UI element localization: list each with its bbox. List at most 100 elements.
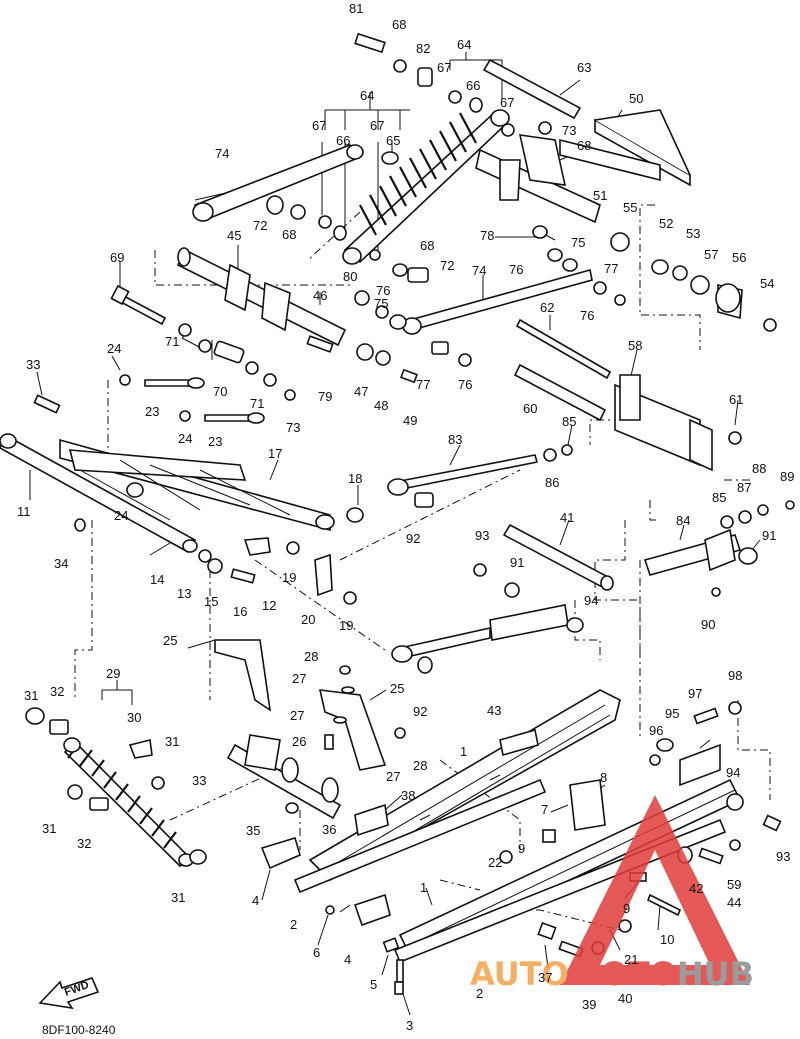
callout-67: 67 <box>370 118 384 133</box>
callout-38: 38 <box>401 788 415 803</box>
svg-text:AUTOMOTOHUB: AUTOMOTOHUB <box>470 955 754 993</box>
callout-75: 75 <box>374 296 388 311</box>
watermark-auto: AUTO <box>470 955 569 993</box>
callout-86: 86 <box>545 475 559 490</box>
callout-28: 28 <box>304 649 318 664</box>
callout-68: 68 <box>392 17 406 32</box>
upper-bracket-50 <box>559 109 691 187</box>
bracket-84 <box>643 528 742 576</box>
callout-31: 31 <box>24 688 38 703</box>
tie-rod-74-middle <box>402 268 593 335</box>
callout-44: 44 <box>727 895 741 910</box>
callout-31: 31 <box>165 734 179 749</box>
callout-49: 49 <box>403 413 417 428</box>
rear-pivot-bracket-51 <box>475 134 601 224</box>
callout-77: 77 <box>604 261 618 276</box>
callout-76: 76 <box>376 283 390 298</box>
callout-15: 15 <box>204 594 218 609</box>
shaft-45-46-assembly <box>176 247 347 347</box>
callout-65: 65 <box>386 133 400 148</box>
bolt-69 <box>110 284 167 326</box>
callout-4: 4 <box>344 952 351 967</box>
callout-2: 2 <box>290 917 297 932</box>
callout-71: 71 <box>250 396 264 411</box>
collar-4-b <box>353 893 391 927</box>
callout-70: 70 <box>213 384 227 399</box>
shaft-63 <box>482 58 582 120</box>
callout-22: 22 <box>488 855 502 870</box>
callout-59: 59 <box>727 877 741 892</box>
rod-83 <box>387 454 539 496</box>
front-arm-frame-11 <box>0 433 335 554</box>
callout-74: 74 <box>215 146 229 161</box>
callout-61: 61 <box>729 392 743 407</box>
callout-39: 39 <box>582 997 596 1012</box>
bracket-25-lower <box>318 689 387 771</box>
callout-23: 23 <box>145 404 159 419</box>
callout-43: 43 <box>487 703 501 718</box>
callout-67: 67 <box>312 118 326 133</box>
callout-54: 54 <box>760 276 774 291</box>
callout-75: 75 <box>571 235 585 250</box>
callout-51: 51 <box>593 188 607 203</box>
bracket-58 <box>614 374 713 472</box>
callout-78: 78 <box>480 228 494 243</box>
callout-90: 90 <box>701 617 715 632</box>
leader-lines <box>29 52 761 1016</box>
diagram-code: 8DF100-8240 <box>42 1023 116 1037</box>
callout-50: 50 <box>629 91 643 106</box>
callout-66: 66 <box>466 78 480 93</box>
callout-60: 60 <box>523 401 537 416</box>
bracket-25-upper <box>214 639 272 712</box>
callout-96: 96 <box>649 723 663 738</box>
callout-89: 89 <box>780 469 794 484</box>
callout-53: 53 <box>686 226 700 241</box>
callout-31: 31 <box>171 890 185 905</box>
bracket-8 <box>569 779 606 831</box>
shaft-41 <box>502 523 614 591</box>
watermark-moto: MOTO <box>569 955 677 993</box>
callout-32: 32 <box>50 684 64 699</box>
callout-13: 13 <box>177 586 191 601</box>
callout-31: 31 <box>42 821 56 836</box>
callout-3: 3 <box>406 1018 413 1033</box>
callout-64: 64 <box>360 88 374 103</box>
callout-94: 94 <box>584 593 598 608</box>
watermark-hub: HUB <box>677 955 754 993</box>
callout-30: 30 <box>127 710 141 725</box>
callout-46: 46 <box>313 288 327 303</box>
callout-42: 42 <box>689 881 703 896</box>
callout-64: 64 <box>457 37 471 52</box>
callout-67: 67 <box>437 60 451 75</box>
callout-2: 2 <box>476 986 483 1001</box>
callout-68: 68 <box>282 227 296 242</box>
callout-85: 85 <box>562 414 576 429</box>
callout-57: 57 <box>704 247 718 262</box>
adjuster-rods-23 <box>144 377 265 424</box>
callout-76: 76 <box>580 308 594 323</box>
callout-1: 1 <box>460 744 467 759</box>
callout-76: 76 <box>458 377 472 392</box>
small-hardware <box>25 32 795 995</box>
watermark-triangle-logo <box>560 795 750 985</box>
shaft-60 <box>513 363 607 422</box>
callout-24: 24 <box>107 341 121 356</box>
callout-84: 84 <box>676 513 690 528</box>
callout-91: 91 <box>510 555 524 570</box>
callout-19: 19 <box>282 570 296 585</box>
callout-80: 80 <box>343 269 357 284</box>
callout-8: 8 <box>600 770 607 785</box>
callout-7: 7 <box>541 802 548 817</box>
callout-88: 88 <box>752 461 766 476</box>
callout-25: 25 <box>390 681 404 696</box>
callout-73: 73 <box>562 123 576 138</box>
callout-12: 12 <box>262 598 276 613</box>
callout-97: 97 <box>688 686 702 701</box>
callout-76: 76 <box>509 262 523 277</box>
callout-20: 20 <box>301 612 315 627</box>
front-shock-29 <box>63 737 194 868</box>
callout-23: 23 <box>208 434 222 449</box>
callout-98: 98 <box>728 668 742 683</box>
callout-77: 77 <box>416 377 430 392</box>
